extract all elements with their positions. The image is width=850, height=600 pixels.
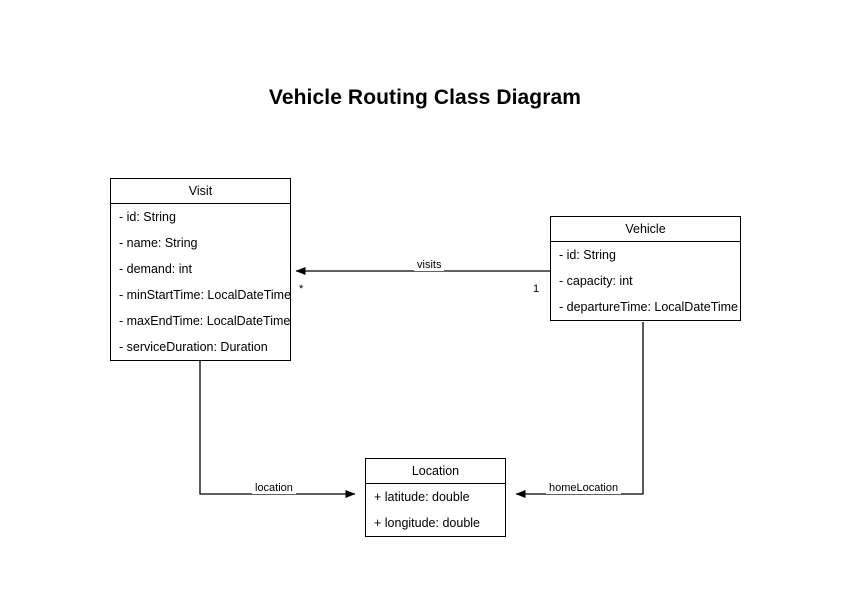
attribute-row: - id: String <box>119 210 176 224</box>
attribute-row: - departureTime: LocalDateTime <box>559 300 739 314</box>
edge-label-visits: visits <box>414 259 445 271</box>
class-name-vehicle: Vehicle <box>551 217 740 242</box>
class-box-vehicle[interactable]: Vehicle - id: String - capacity: int - d… <box>550 216 741 321</box>
attribute-row: - id: String <box>559 248 616 262</box>
multiplicity-visit-side: * <box>299 283 304 295</box>
attribute-row: - name: String <box>119 236 198 250</box>
multiplicity-vehicle-side: 1 <box>533 283 540 295</box>
class-attributes-visit: - id: String - name: String - demand: in… <box>111 204 290 360</box>
class-attributes-vehicle: - id: String - capacity: int - departure… <box>551 242 740 320</box>
edge-label-location: location <box>252 482 296 494</box>
connector-vehicle-homelocation <box>515 322 644 498</box>
attribute-row: - maxEndTime: LocalDateTime <box>119 314 290 328</box>
attribute-row: - minStartTime: LocalDateTime <box>119 288 290 302</box>
class-attributes-location: + latitude: double + longitude: double <box>366 484 505 536</box>
attribute-row: - capacity: int <box>559 274 633 288</box>
attribute-row: + latitude: double <box>374 490 470 504</box>
class-box-location[interactable]: Location + latitude: double + longitude:… <box>365 458 506 537</box>
class-box-visit[interactable]: Visit - id: String - name: String - dema… <box>110 178 291 361</box>
attribute-row: - serviceDuration: Duration <box>119 340 268 354</box>
edge-label-homelocation: homeLocation <box>546 482 622 494</box>
class-name-location: Location <box>366 459 505 484</box>
attribute-row: - demand: int <box>119 262 192 276</box>
attribute-row: + longitude: double <box>374 516 480 530</box>
connector-visit-location <box>199 361 356 498</box>
page-title: Vehicle Routing Class Diagram <box>268 86 582 109</box>
class-name-visit: Visit <box>111 179 290 204</box>
